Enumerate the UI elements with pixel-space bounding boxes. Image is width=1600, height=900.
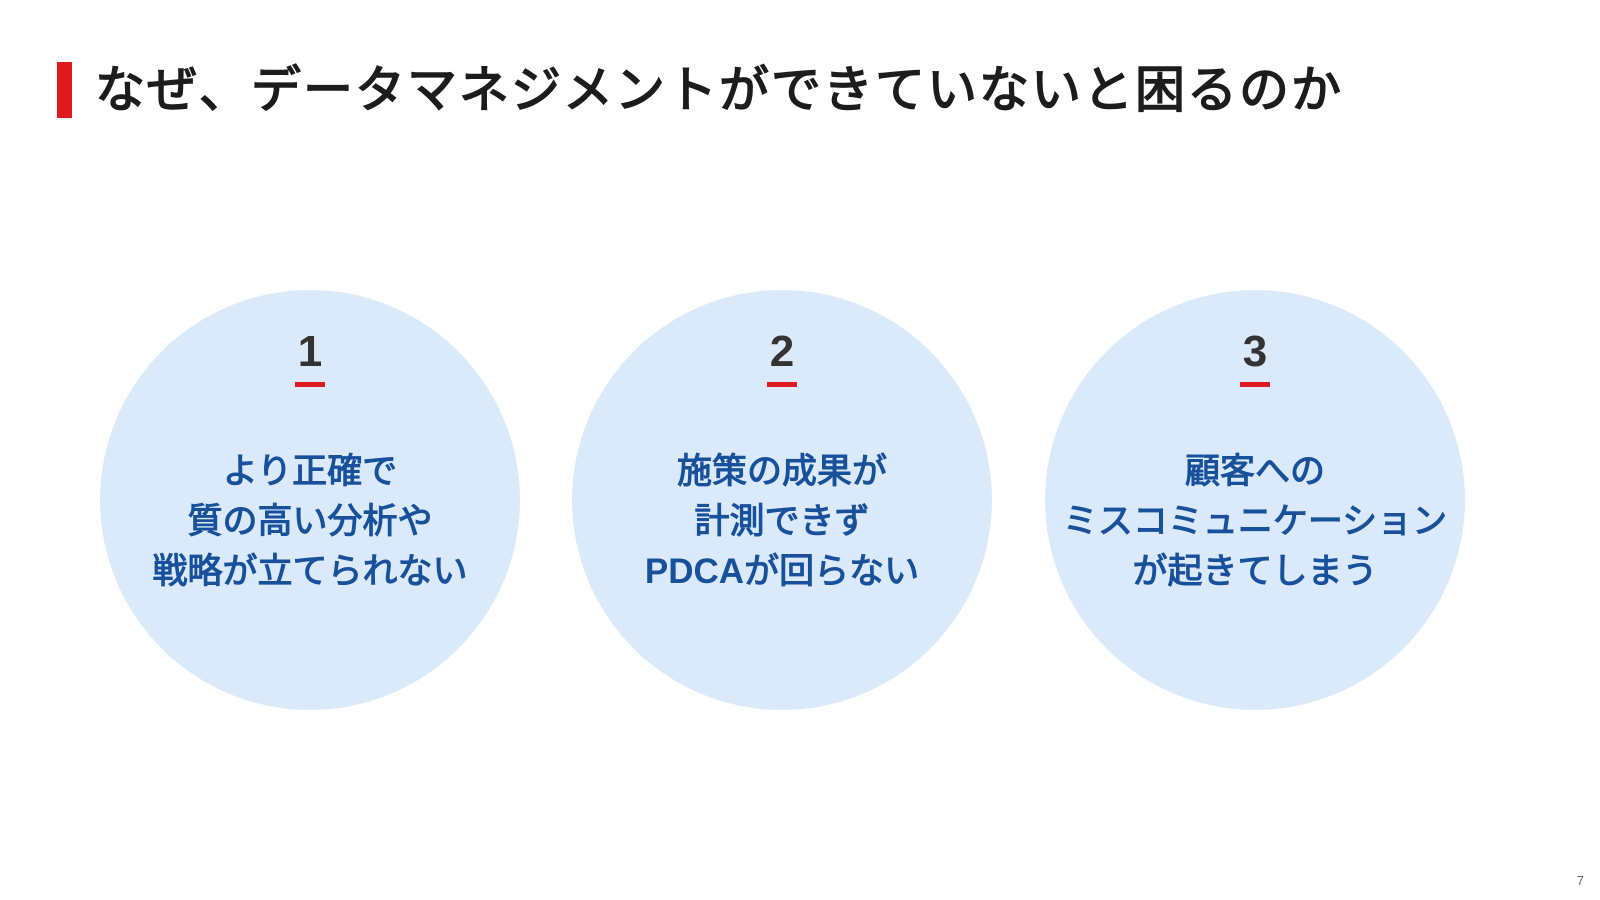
page-title: なぜ、データマネジメントができていないと困るのか [95, 61, 1343, 118]
reason-number-2: 2 [769, 327, 795, 376]
reason-circle-3: 3 顧客への ミスコミュニケーション が起きてしまう [1045, 290, 1465, 710]
reason-number-3: 3 [1242, 327, 1268, 376]
reason-text-1: より正確で 質の高い分析や 戦略が立てられない [152, 452, 468, 591]
title-accent-bar [57, 62, 72, 118]
page-number: 7 [1576, 873, 1584, 888]
reason-text-2: 施策の成果が 計測できず PDCAが回らない [644, 452, 920, 591]
reason-text-3: 顧客への ミスコミュニケーション が起きてしまう [1062, 452, 1448, 591]
number-underline-2 [767, 382, 797, 387]
reason-circle-1: 1 より正確で 質の高い分析や 戦略が立てられない [100, 290, 520, 710]
reason-number-1: 1 [297, 327, 323, 376]
slide-header: なぜ、データマネジメントができていないと困るのか [57, 62, 1343, 118]
number-underline-3 [1240, 382, 1270, 387]
reason-circle-2: 2 施策の成果が 計測できず PDCAが回らない [572, 290, 992, 710]
number-underline-1 [295, 382, 325, 387]
